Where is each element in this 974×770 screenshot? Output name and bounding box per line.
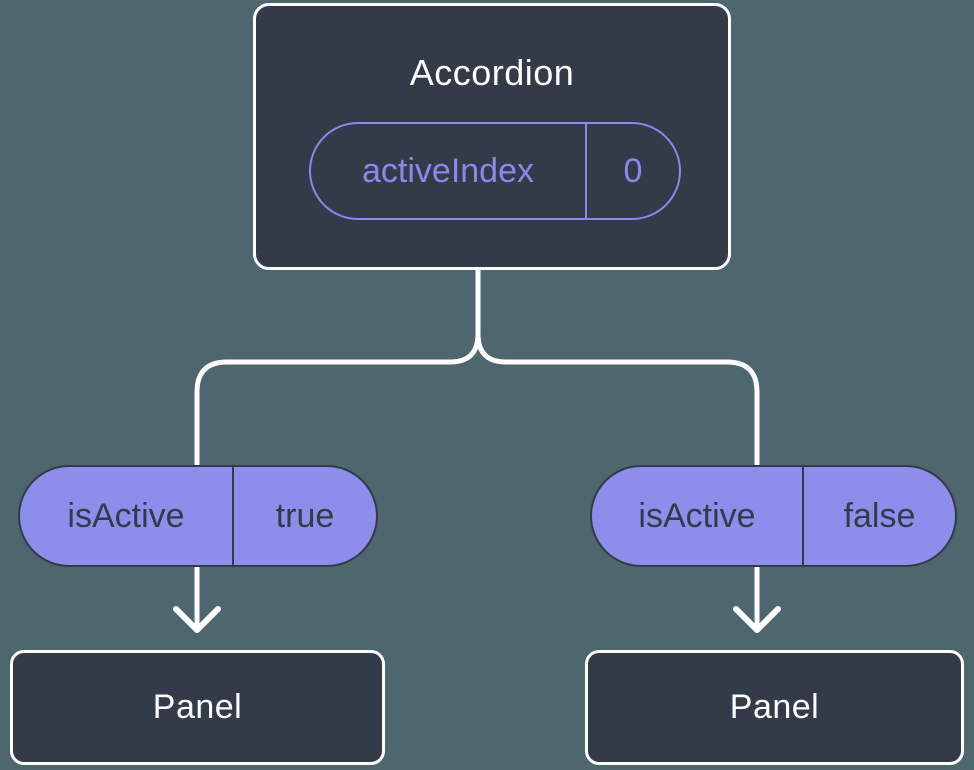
fork-connector-left	[194, 263, 481, 473]
root-node-title: Accordion	[409, 52, 575, 93]
prop-pill-name: isActive	[638, 496, 756, 535]
prop-pill-is-active-right: isActive false	[590, 465, 957, 567]
prop-pill-name: isActive	[67, 496, 185, 535]
fork-connector-right	[475, 263, 760, 473]
prop-pill-value: false	[802, 467, 955, 565]
state-pill-name: activeIndex	[362, 151, 534, 190]
prop-pill-value: true	[232, 467, 376, 565]
state-pill-active-index: activeIndex 0	[309, 122, 681, 220]
arrow-left-head	[173, 606, 221, 633]
panel-node-right: Panel	[585, 650, 964, 765]
panel-node-title: Panel	[729, 688, 820, 726]
prop-pill-is-active-left: isActive true	[18, 465, 378, 567]
state-pill-value: 0	[585, 124, 679, 218]
panel-node-left: Panel	[10, 650, 385, 765]
panel-node-title: Panel	[152, 688, 243, 726]
root-component-node: Accordion activeIndex 0	[253, 3, 731, 270]
arrow-right-head	[733, 606, 781, 633]
